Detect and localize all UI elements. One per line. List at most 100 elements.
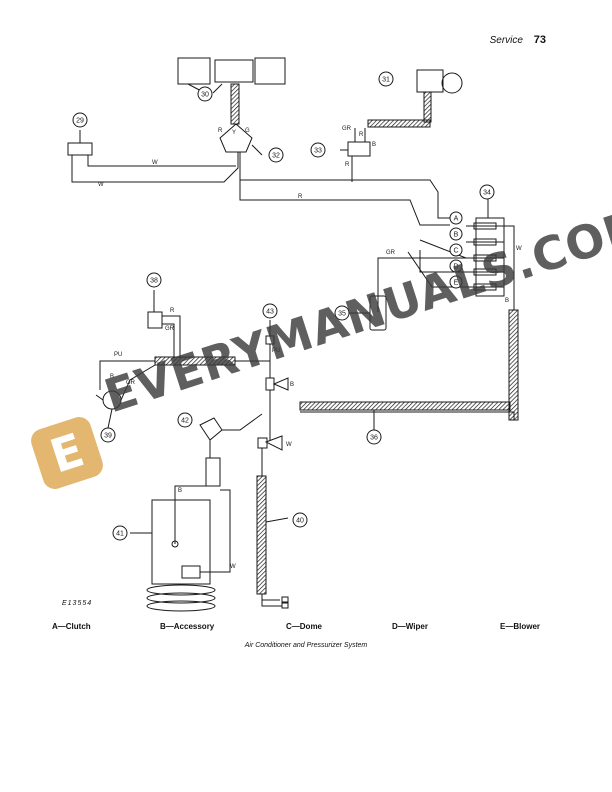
wire-label-y-32: Y [232, 130, 236, 136]
wire-w-34 [504, 225, 515, 310]
switch-panel-34 [475, 217, 505, 297]
terminal-40-b [281, 602, 289, 609]
callout-30: 30 [197, 86, 213, 102]
callout-29: 29 [72, 112, 88, 128]
callout-circle-29 [72, 112, 88, 128]
callout-label-36: 36 [370, 435, 378, 442]
wire-label-gr-top: GR [342, 126, 352, 132]
callout-circle-39 [100, 427, 116, 443]
callout-circle-36 [366, 429, 382, 445]
switch-row-E [466, 283, 504, 291]
terminal-40-a [281, 596, 289, 603]
callout-circle-42 [177, 412, 193, 428]
wire-label-pu: PU [114, 352, 122, 358]
wire-w-relay [264, 435, 283, 451]
wire-label-b-43: B [290, 382, 294, 388]
callout-34: 34 [479, 184, 495, 200]
component-31-harness [423, 91, 432, 123]
switch-letter-D: D [449, 259, 463, 273]
wire-40-end-a [261, 594, 282, 607]
wire-label-gr-38: GR [165, 326, 175, 332]
wire-label-gr-39: GR [126, 380, 136, 386]
callout-label-30: 30 [201, 92, 209, 99]
wire-d [419, 250, 466, 273]
callout-circle-30 [197, 86, 213, 102]
wire-r-main [239, 152, 450, 226]
switch-row-C [466, 254, 504, 262]
callout-label-35: 35 [338, 311, 346, 318]
callout-39: 39 [100, 427, 116, 443]
callout-35: 35 [334, 305, 350, 321]
wire-label-g-32: G [245, 128, 250, 134]
compressor-41-body [151, 499, 211, 585]
wire-label-b-34: B [505, 298, 509, 304]
wire-label-gr-35: GR [386, 250, 396, 256]
callout-label-29: 29 [76, 118, 84, 125]
switch-42 [199, 417, 223, 441]
wire-39-gr [120, 364, 156, 401]
callout-label-43: 43 [266, 309, 274, 316]
callout-circle-33 [310, 142, 326, 158]
callout-label-31: 31 [382, 77, 390, 84]
callout-41: 41 [112, 525, 128, 541]
callout-circle-43 [262, 303, 278, 319]
wire-label-b-41: B [178, 488, 182, 494]
legend-item-dome: C—Dome [286, 622, 323, 631]
compressor-41-pulley-3 [146, 600, 216, 612]
blower-switch-connector [219, 123, 253, 153]
switch-row-A [466, 222, 504, 230]
connector-42 [205, 457, 221, 487]
wire-gr-35 [377, 257, 466, 312]
wire-r-upper [240, 179, 450, 219]
wire-label-w-34: W [516, 246, 522, 252]
switch-letter-label-D: D [453, 264, 458, 271]
figure-caption: Air Conditioner and Pressurizer System [244, 642, 368, 649]
switch-letter-label-A: A [454, 216, 459, 223]
callout-circle-31 [378, 71, 394, 87]
wire-w-29-to-32 [71, 152, 239, 183]
callout-circle-35 [334, 305, 350, 321]
switch-letter-label-B: B [454, 232, 459, 239]
figure-id: E13554 [62, 600, 93, 607]
callout-leader-30b [212, 83, 223, 94]
compressor-41-pulley-1 [146, 584, 216, 596]
wire-label-r-33: R [359, 132, 364, 138]
callout-label-34: 34 [483, 190, 491, 197]
wire-r-38 [162, 315, 181, 358]
wire-w-41 [200, 489, 231, 573]
wire-39-b [95, 394, 104, 401]
harness-36-horizontal [299, 401, 511, 411]
callout-circle-41 [112, 525, 128, 541]
callout-label-38: 38 [150, 278, 158, 285]
switch-letter-A: A [449, 211, 463, 225]
callout-leader-32 [251, 144, 263, 156]
callout-leader-40 [265, 517, 289, 523]
callout-label-32: 32 [272, 153, 280, 160]
switch-row-D [466, 268, 504, 276]
switch-row-B [466, 238, 504, 246]
wire-label-w2: W [98, 182, 104, 188]
compressor-41-clutch-connector [181, 565, 201, 579]
component-31-harness-horizontal [367, 119, 431, 128]
legend-item-accessory: B—Accessory [160, 622, 215, 631]
wire-pu [99, 360, 155, 390]
legend: A—Clutch B—Accessory C—Dome D—Wiper E—Bl… [52, 622, 552, 636]
blower-motor-right-housing [254, 57, 286, 85]
wire-label-b-39: B [110, 374, 114, 380]
callout-31: 31 [378, 71, 394, 87]
wire-label-b-33: B [372, 142, 376, 148]
callout-label-42: 42 [181, 418, 189, 425]
switch-letter-E: E [449, 275, 463, 289]
callout-label-41: 41 [116, 531, 124, 538]
wire-label-r-main: R [298, 194, 303, 200]
connector-29 [67, 142, 93, 156]
harness-36-bend [300, 411, 515, 420]
compressor-41-pulley-2 [146, 592, 216, 604]
switch-letter-circle-E [449, 275, 463, 289]
wire-label-w-relay: W [286, 442, 292, 448]
callout-43: 43 [262, 303, 278, 319]
switch-letter-circle-C [449, 243, 463, 257]
page-header: Service 73 [490, 34, 546, 46]
inline-connector-2 [257, 437, 268, 449]
wire-42-harness [222, 413, 263, 431]
